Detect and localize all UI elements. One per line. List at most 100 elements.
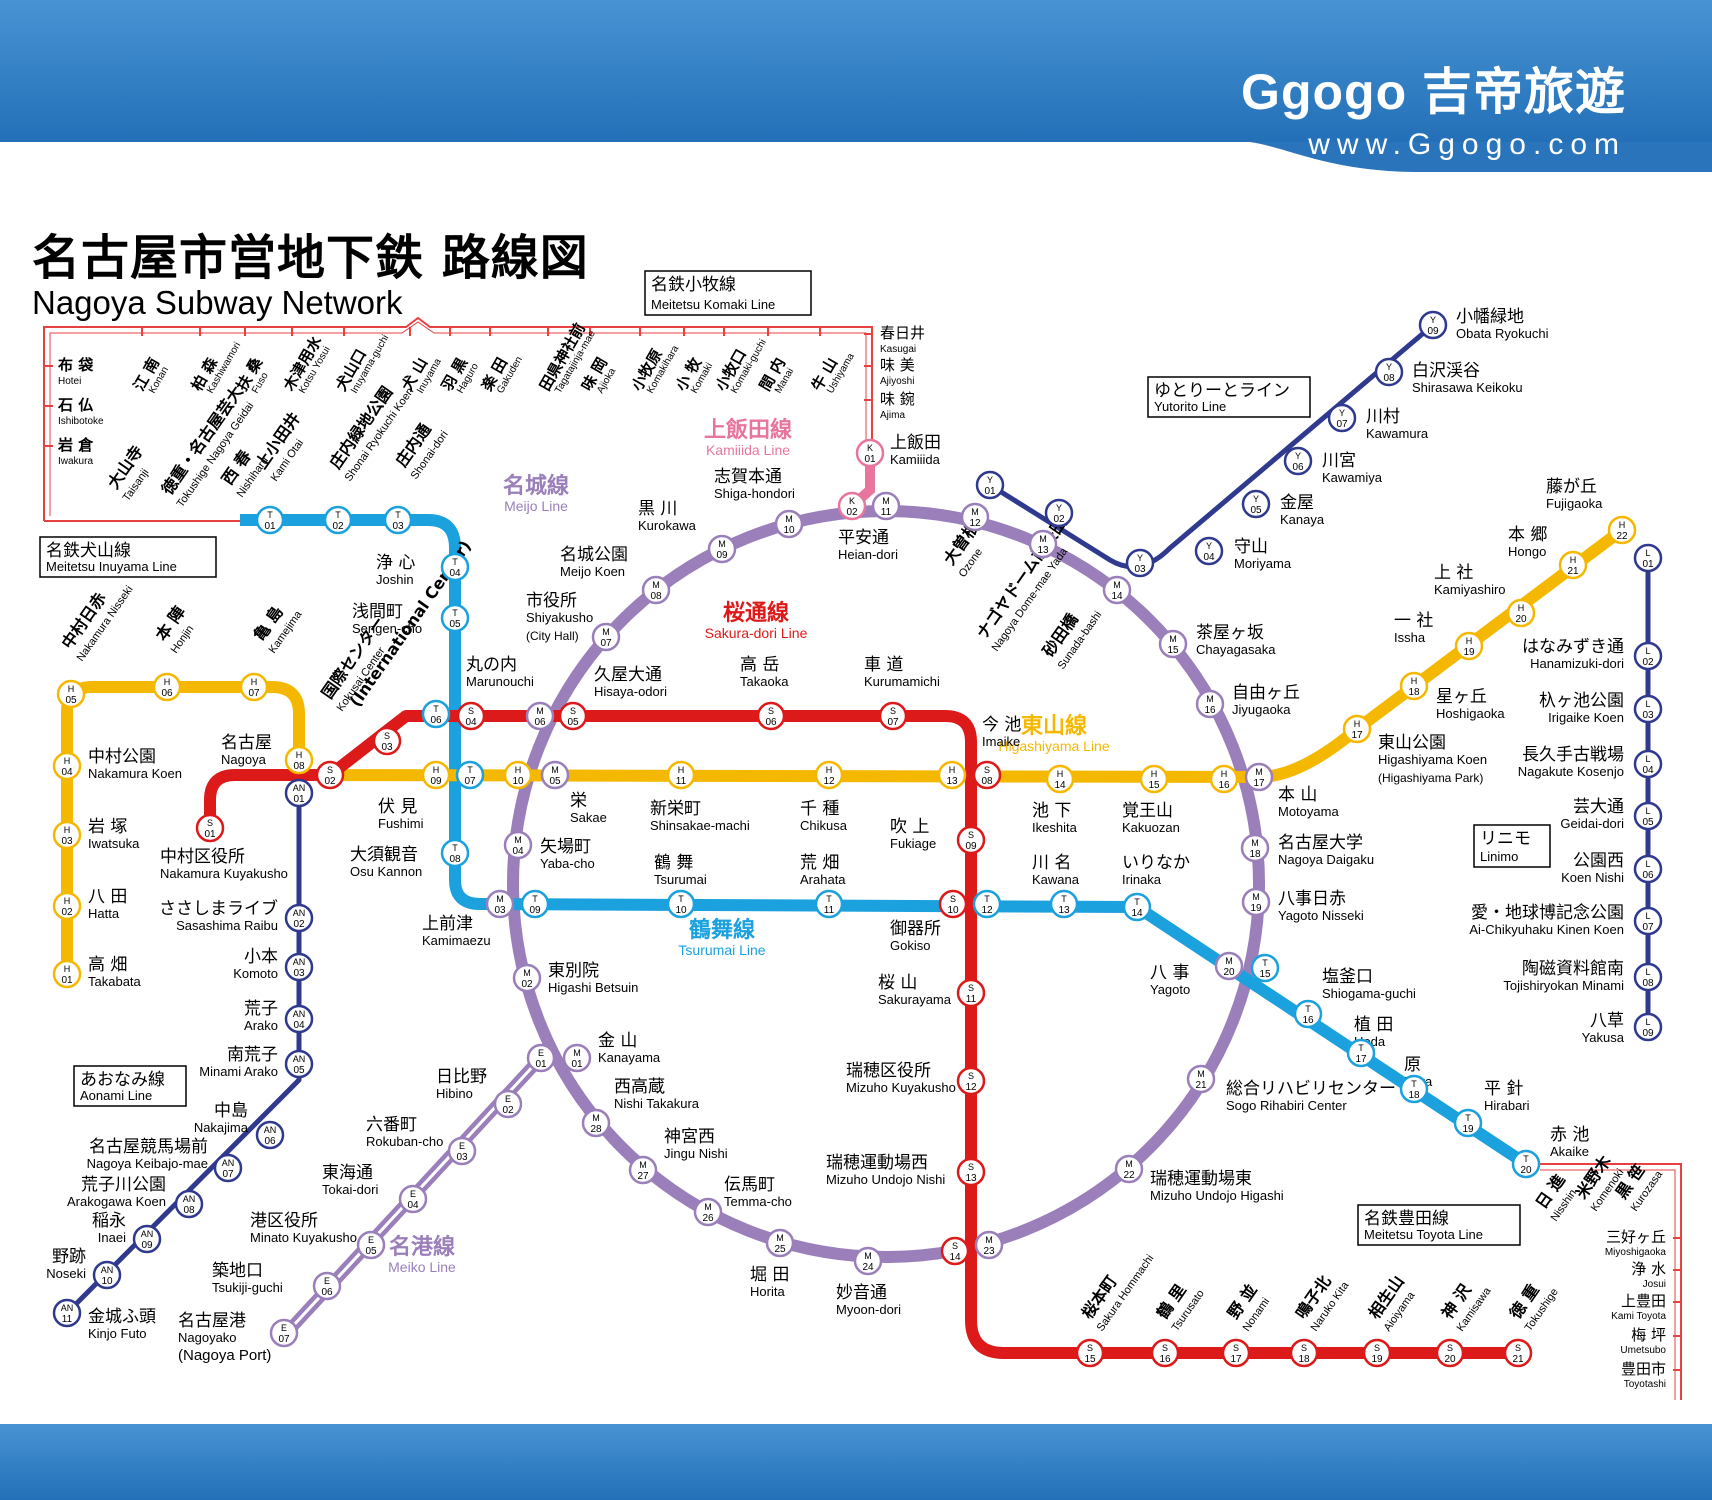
- station-name-en: Minami Arako: [199, 1064, 278, 1079]
- station-code-number: 03: [456, 1152, 468, 1163]
- station-name-jp: 堀 田: [750, 1265, 789, 1285]
- station-circle: [174, 1189, 204, 1219]
- station-code-letter: T: [1134, 897, 1140, 907]
- station-circle: [92, 1260, 122, 1290]
- station-code-number: 02: [1642, 657, 1654, 668]
- station-name-en: Kanayama: [598, 1050, 661, 1065]
- station-name-en: Sakae: [570, 810, 607, 825]
- station-code-number: 12: [823, 776, 835, 787]
- station-name-jp: 藤が丘: [1546, 477, 1597, 497]
- station-code-letter: M: [971, 507, 979, 517]
- line-box-jp: あおなみ線: [80, 1070, 165, 1090]
- station-marker: L03: [1633, 694, 1663, 724]
- line-box-en: Linimo: [1480, 849, 1518, 864]
- line-box-en: Meitetsu Komaki Line: [651, 297, 775, 312]
- station-name-jp: 黒 川: [638, 499, 677, 519]
- station-name-jp: 金城ふ頭: [88, 1307, 156, 1327]
- station-code-letter: M: [536, 706, 544, 716]
- station-code-letter: S: [1087, 1343, 1093, 1353]
- station-name-jp: 本 山: [1278, 785, 1317, 805]
- station-circle: [707, 534, 737, 564]
- station-marker: E01: [526, 1043, 556, 1073]
- station-name-en: Kanaya: [1280, 512, 1325, 527]
- station-code-letter: M: [551, 765, 559, 775]
- station-circle: [1346, 1038, 1376, 1068]
- station-code-number: 06: [264, 1136, 276, 1147]
- station-code-number: 11: [676, 776, 687, 787]
- station-code-number: 08: [981, 776, 993, 787]
- station-name-en: Fujigaoka: [1546, 496, 1603, 511]
- station-name-jp: 公園西: [1573, 851, 1624, 871]
- station-marker: L02: [1633, 641, 1663, 671]
- station-code-letter: T: [1061, 894, 1067, 904]
- station-code-letter: S: [950, 894, 956, 904]
- station-code-number: 18: [1408, 1090, 1420, 1101]
- station-circle: [520, 889, 550, 919]
- station-name-jp: 愛・地球博記念公園: [1471, 902, 1624, 923]
- line-label-tsurumai: 鶴舞線: [689, 917, 755, 943]
- meitetsu-station-en: Josui: [1643, 1279, 1666, 1290]
- station-name-jp: 高 岳: [740, 655, 779, 675]
- brand: Ggogo 吉帝旅遊 www.Ggogo.com: [1241, 52, 1626, 162]
- station-circle: [383, 505, 413, 535]
- station-name-jp: 鶴 舞: [654, 853, 693, 873]
- meitetsu-ticks: [44, 327, 1681, 1371]
- station-code-number: 07: [278, 1334, 290, 1345]
- station-code-number: 17: [1253, 778, 1265, 789]
- station-marker: M03: [485, 889, 515, 919]
- station-marker: M25: [765, 1228, 795, 1258]
- station-code-letter: Y: [1339, 408, 1345, 418]
- station-circle: [440, 603, 470, 633]
- map-title: 名古屋市営地下鉄 路線図 Nagoya Subway Network: [32, 218, 589, 322]
- header-band: [0, 0, 1712, 142]
- station-circle: [1633, 641, 1663, 671]
- station-code-number: 10: [947, 905, 959, 916]
- station-code-number: 12: [981, 905, 993, 916]
- station-code-letter: M: [704, 1202, 712, 1212]
- station-circle: [1454, 631, 1484, 661]
- station-circle: [1633, 1012, 1663, 1042]
- station-name-jp: 六番町: [366, 1115, 417, 1135]
- station-marker: M21: [1186, 1064, 1216, 1094]
- station-code-number: 16: [1218, 780, 1230, 791]
- station-circle: [255, 1120, 285, 1150]
- meitetsu-station-en: Ajiyoshi: [880, 376, 914, 387]
- station-code-number: 18: [1298, 1354, 1310, 1365]
- station-circle: [940, 1236, 970, 1266]
- station-code-letter: L: [1645, 754, 1650, 764]
- station-circle: [974, 1230, 1004, 1260]
- station-name-en: Minato Kuyakusho: [250, 1230, 357, 1245]
- station-marker: H12: [814, 760, 844, 790]
- station-circle: [440, 838, 470, 868]
- station-name-jp: はなみずき通: [1522, 637, 1624, 657]
- station-name-en: Hatta: [88, 906, 120, 921]
- station-code-number: 16: [1302, 1015, 1314, 1026]
- station-code-letter: H: [64, 896, 71, 906]
- station-code-number: 04: [407, 1200, 419, 1211]
- station-code-number: 24: [862, 1262, 874, 1273]
- station-code-letter: L: [1645, 806, 1650, 816]
- station-code-letter: M: [864, 1251, 872, 1261]
- station-marker: M05: [540, 760, 570, 790]
- station-circle: [1194, 536, 1224, 566]
- station-marker: L01: [1633, 543, 1663, 573]
- meitetsu-station-jp: 味 美: [880, 356, 915, 374]
- station-name-en: Motoyama: [1278, 804, 1339, 819]
- line-label-en-kamiiida: Kamiiida Line: [706, 442, 790, 458]
- station-name-en: Geidai-dori: [1560, 816, 1624, 831]
- station-marker: T01: [255, 505, 285, 535]
- line-label-en-meijo: Meijo Line: [504, 498, 568, 514]
- station-code-letter: H: [678, 765, 685, 775]
- station-circle: [1289, 1338, 1319, 1368]
- station-marker: T19: [1453, 1108, 1483, 1138]
- station-code-letter: Y: [1295, 451, 1301, 461]
- station-code-letter: S: [968, 983, 974, 993]
- station-circle: [937, 760, 967, 790]
- station-code-number: 03: [494, 905, 506, 916]
- station-name-jp: 名古屋競馬場前: [89, 1137, 208, 1157]
- station-name-jp: 志賀本通: [714, 467, 782, 487]
- station-code-letter: E: [281, 1323, 287, 1333]
- station-name-jp: 丸の内: [466, 655, 517, 675]
